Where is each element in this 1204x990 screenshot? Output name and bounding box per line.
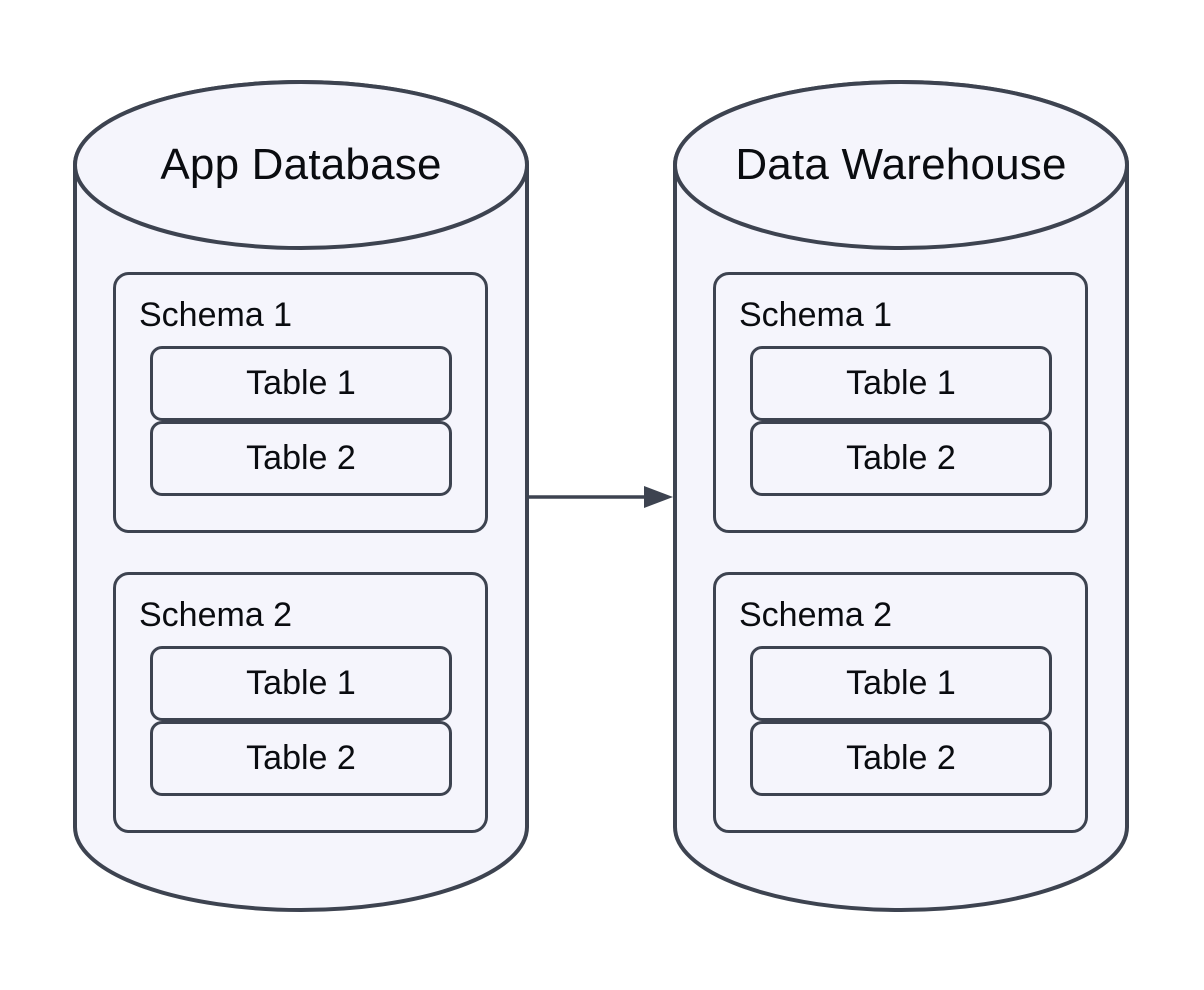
data-warehouse-cylinder-top[interactable] xyxy=(673,80,1129,250)
table-box-app-schema1-table1[interactable]: Table 1 xyxy=(150,346,452,421)
table-box-warehouse-schema1-table2[interactable]: Table 2 xyxy=(750,421,1052,496)
schema-label: Schema 1 xyxy=(739,296,893,334)
table-box-app-schema2-table1[interactable]: Table 1 xyxy=(150,646,452,721)
table-box-app-schema2-table2[interactable]: Table 2 xyxy=(150,721,452,796)
table-box-warehouse-schema1-table1[interactable]: Table 1 xyxy=(750,346,1052,421)
table-box-warehouse-schema2-table2[interactable]: Table 2 xyxy=(750,721,1052,796)
arrow-head-icon xyxy=(644,486,673,508)
schema-box-warehouse-schema1[interactable]: Schema 1 Table 1 Table 2 xyxy=(713,272,1088,533)
schema-label: Schema 2 xyxy=(739,596,893,634)
sync-arrow[interactable] xyxy=(529,486,673,508)
schema-label: Schema 2 xyxy=(139,596,293,634)
app-database-cylinder-top[interactable] xyxy=(73,80,529,250)
schema-box-app-schema2[interactable]: Schema 2 Table 1 Table 2 xyxy=(113,572,488,833)
schema-box-app-schema1[interactable]: Schema 1 Table 1 Table 2 xyxy=(113,272,488,533)
schema-box-warehouse-schema2[interactable]: Schema 2 Table 1 Table 2 xyxy=(713,572,1088,833)
schema-label: Schema 1 xyxy=(139,296,293,334)
table-box-warehouse-schema2-table1[interactable]: Table 1 xyxy=(750,646,1052,721)
table-box-app-schema1-table2[interactable]: Table 2 xyxy=(150,421,452,496)
